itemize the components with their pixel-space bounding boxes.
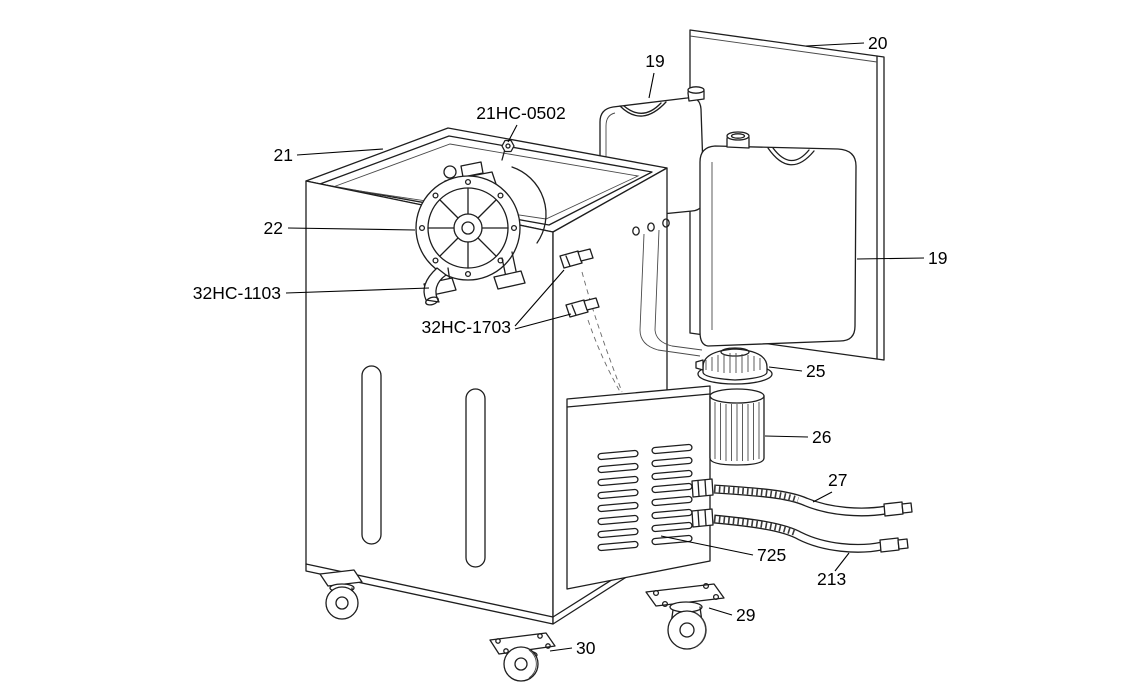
oil-filter <box>709 388 765 466</box>
leader-20 <box>805 42 865 47</box>
filter-head-ribs <box>705 353 761 373</box>
pump-assembly <box>415 139 547 306</box>
leader-32hc1703-b <box>514 313 572 330</box>
callout-21hc0502: 21HC-0502 <box>476 103 566 123</box>
leader-213 <box>834 552 850 572</box>
tube-lines <box>581 229 703 409</box>
hose-32hc1103 <box>423 267 447 303</box>
fittings-32hc1703 <box>559 248 600 318</box>
leader-26 <box>764 435 809 438</box>
leader-32hc1103 <box>285 287 430 294</box>
callout-labels: 21 22 32HC-1103 32HC-1703 21HC-0502 19 2… <box>193 33 948 658</box>
callout-25: 25 <box>806 361 825 381</box>
callout-19-right: 19 <box>928 248 947 268</box>
callout-29: 29 <box>736 605 755 625</box>
leader-22 <box>287 227 416 231</box>
leader-725 <box>660 535 754 556</box>
callout-19-top: 19 <box>645 51 664 71</box>
leader-32hc1703-a <box>514 269 565 327</box>
caster-front <box>489 632 556 682</box>
callout-21: 21 <box>274 145 293 165</box>
fitting-21hc0502 <box>501 139 515 153</box>
callout-32hc1703: 32HC-1703 <box>422 317 512 337</box>
leader-21 <box>296 148 384 156</box>
hose-lower <box>691 508 909 553</box>
leader-25 <box>768 366 803 372</box>
louvers-right <box>651 443 693 546</box>
hose-upper <box>691 478 913 517</box>
louvers-left <box>597 449 639 552</box>
callout-32hc1103: 32HC-1103 <box>193 283 281 303</box>
leader-29 <box>708 607 733 616</box>
front-slot-right <box>465 388 486 568</box>
pump-spokes <box>427 187 509 269</box>
callout-20: 20 <box>868 33 888 53</box>
oil-filter-ribs <box>714 402 760 461</box>
callout-27: 27 <box>828 470 847 490</box>
front-slot-left <box>361 365 382 545</box>
vent-panel <box>566 385 711 590</box>
callout-213: 213 <box>817 569 846 589</box>
caster-left <box>319 569 363 620</box>
caster-rear <box>645 582 725 650</box>
jug-large <box>699 131 857 347</box>
leader-lines <box>285 42 925 652</box>
callout-22: 22 <box>264 218 283 238</box>
callout-26: 26 <box>812 427 831 447</box>
callout-30: 30 <box>576 638 596 658</box>
leader-21hc0502 <box>507 124 518 143</box>
leader-27 <box>812 491 833 503</box>
pump-muffler <box>443 165 457 179</box>
leader-19-right <box>856 257 925 260</box>
leader-30 <box>549 647 573 652</box>
callout-725: 725 <box>757 545 786 565</box>
filter-head <box>695 347 773 385</box>
leader-19-top <box>648 72 655 99</box>
